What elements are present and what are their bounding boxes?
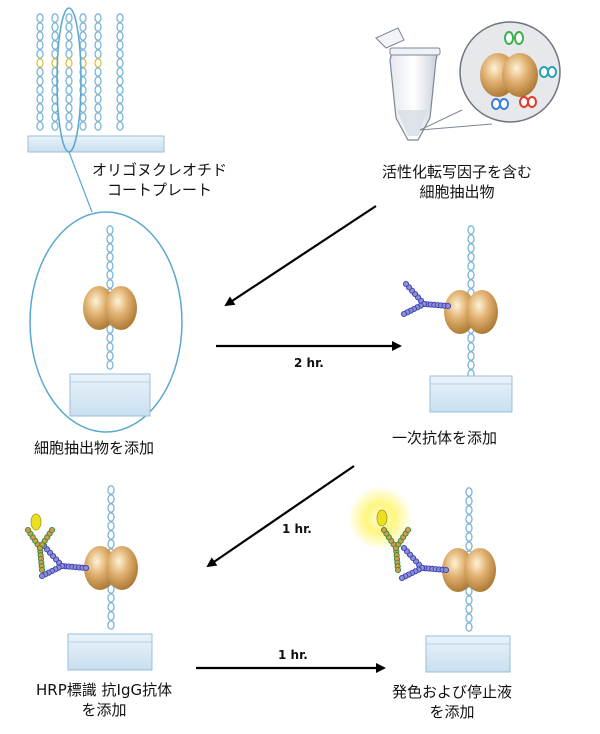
extract-label-line2: 細胞抽出物 <box>419 183 495 201</box>
hrp-secondary-antibody <box>380 526 412 574</box>
step2-label: 一次抗体を添加 <box>392 429 498 447</box>
step3-label-line1: HRP標識 抗IgG抗体 <box>36 681 173 699</box>
step3-label-line2: を添加 <box>81 701 127 719</box>
oligo-strand <box>65 13 73 131</box>
step1-zoom-ellipse <box>29 211 183 433</box>
hrp-secondary-antibody <box>24 526 56 574</box>
hrp-enzyme <box>376 509 388 527</box>
primary-antibody <box>38 542 90 580</box>
oligo-coated-plate <box>27 7 165 213</box>
arrow-extract-to-step1 <box>224 205 377 307</box>
time-label-step4: 1 hr. <box>278 648 308 662</box>
process-arrows <box>196 205 402 673</box>
bound-protein <box>442 548 496 592</box>
plate-label: オリゴヌクレオチド コートプレート <box>92 160 227 200</box>
green-molecule <box>504 31 524 45</box>
teal-molecule <box>539 66 557 78</box>
step4-scene <box>348 486 511 673</box>
extract-label-line1: 活性化転写因子を含む <box>382 163 533 181</box>
hrp-enzyme <box>30 513 42 531</box>
extract-label: 活性化転写因子を含む 細胞抽出物 <box>382 162 532 202</box>
step3-label: HRP標識 抗IgG抗体 を添加 <box>36 680 172 720</box>
step2-scene <box>400 225 513 413</box>
bound-protein <box>444 290 498 334</box>
step4-label-line1: 発色および停止液 <box>392 683 513 701</box>
cell-extract-tube <box>375 21 561 141</box>
arrow-step2-to-step3 <box>206 465 355 568</box>
time-label-step2: 2 hr. <box>294 356 324 370</box>
plate-label-line1: オリゴヌクレオチド <box>92 161 228 179</box>
oligo-strand <box>36 13 44 131</box>
step3-scene <box>24 485 153 671</box>
bound-protein <box>83 286 137 330</box>
red-molecule <box>519 96 537 108</box>
primary-antibody <box>400 280 452 318</box>
bound-protein <box>84 546 138 590</box>
step4-label: 発色および停止液 を添加 <box>392 682 512 722</box>
plate-label-line2: コートプレート <box>107 181 213 199</box>
time-label-step3: 1 hr. <box>282 522 312 536</box>
oligo-strand <box>116 13 124 131</box>
step4-label-line2: を添加 <box>429 703 475 721</box>
transcription-factor-protein <box>480 53 538 97</box>
step1-label: 細胞抽出物を添加 <box>34 439 155 457</box>
primary-antibody <box>398 544 450 582</box>
step1-scene <box>29 211 183 433</box>
blue-molecule <box>491 98 509 110</box>
oligo-strand <box>94 13 102 131</box>
zoom-callout-line <box>68 151 93 213</box>
